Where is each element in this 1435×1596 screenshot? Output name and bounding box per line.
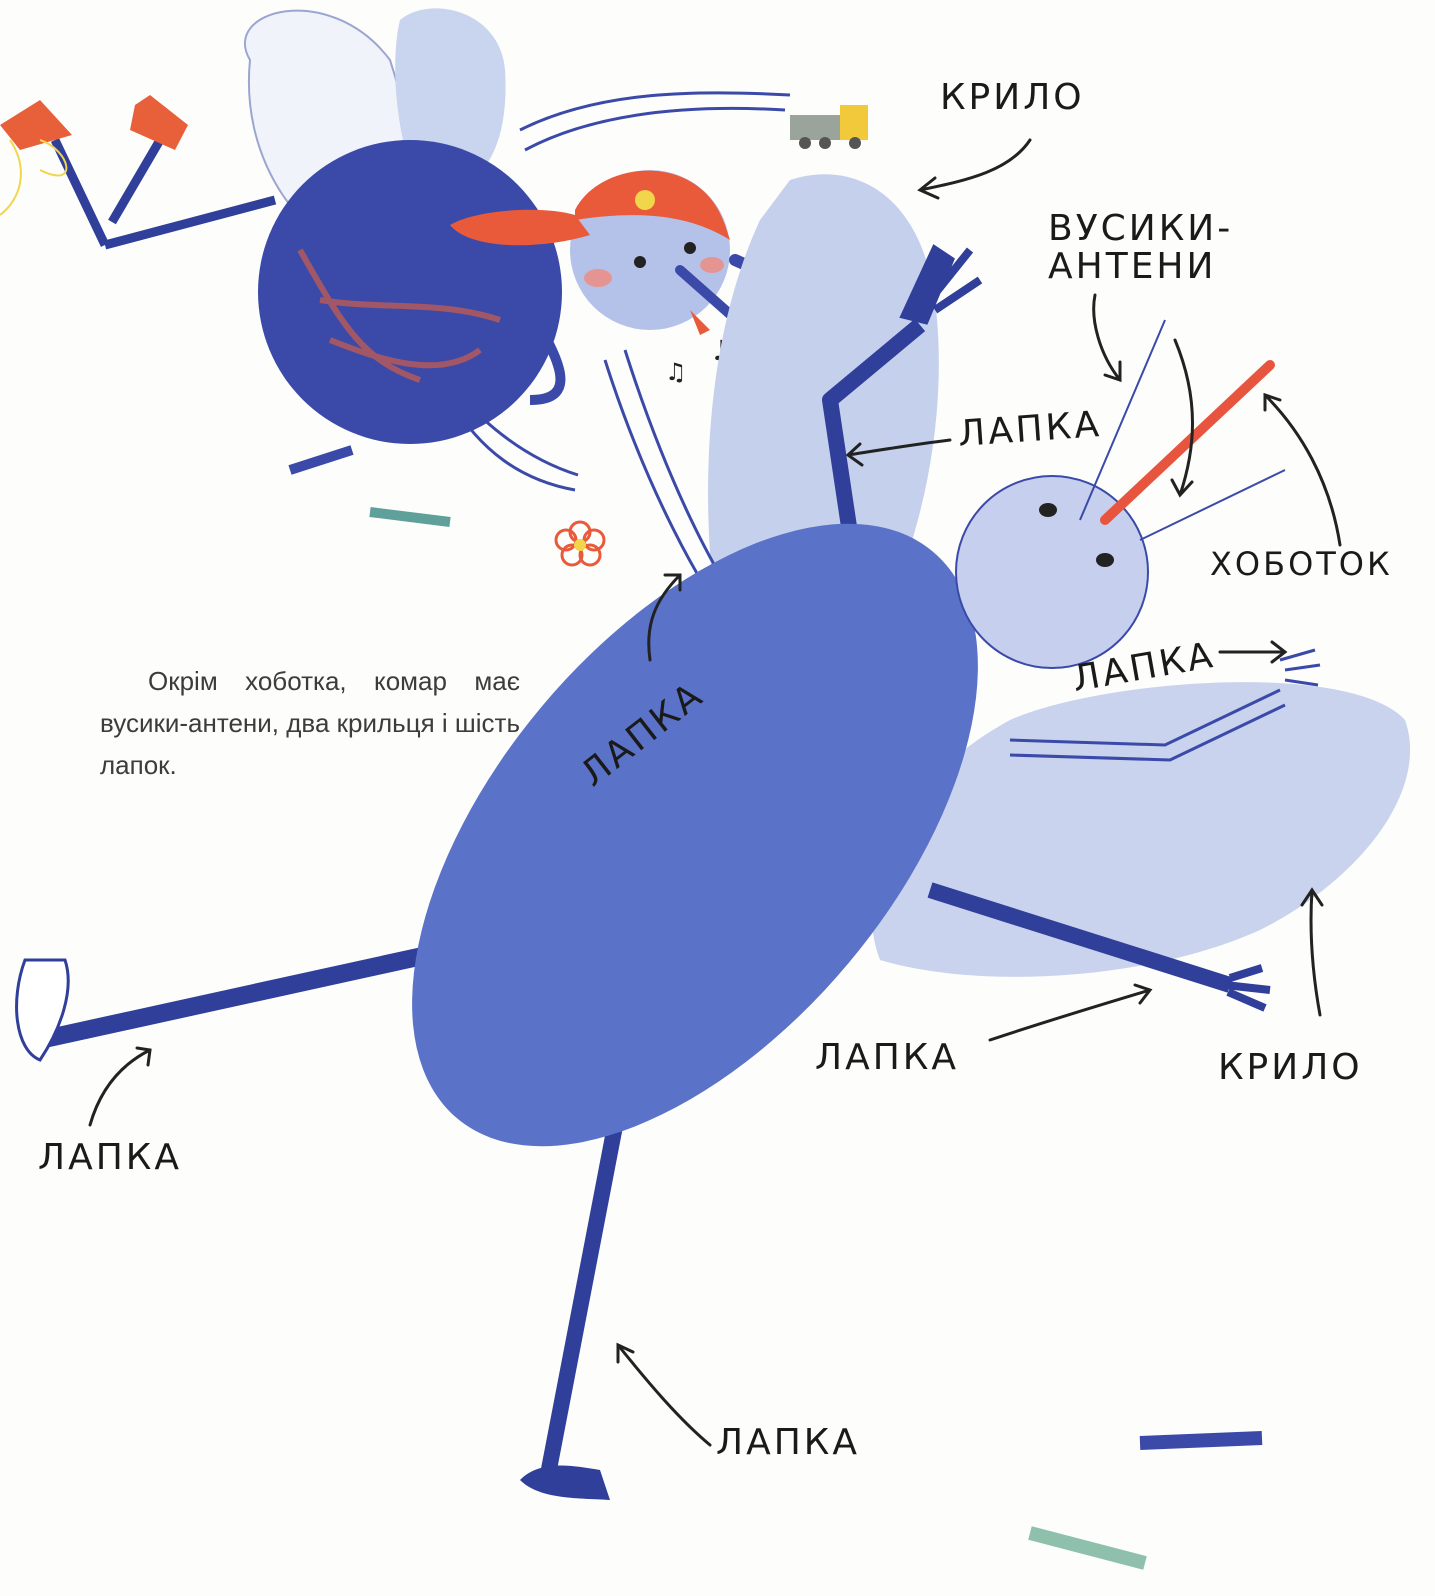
label-wing-right: КРИЛО bbox=[1218, 1050, 1363, 1086]
leg-bottom bbox=[545, 1100, 620, 1490]
flower-icon bbox=[556, 522, 604, 565]
sneaker-right bbox=[130, 95, 188, 150]
arrow-leg-far-left bbox=[90, 1048, 150, 1125]
label-wing-top: КРИЛО bbox=[940, 80, 1085, 116]
fly-leg-1b bbox=[105, 200, 275, 245]
label-leg-upper: ЛАПКА bbox=[957, 407, 1103, 453]
label-leg-bottom: ЛАПКА bbox=[716, 1425, 860, 1461]
hand-right bbox=[1225, 968, 1270, 1008]
label-antennae-line1: ВУСИКИ- bbox=[1048, 210, 1233, 248]
label-antennae: ВУСИКИ- АНТЕНИ bbox=[1048, 210, 1233, 286]
proboscis bbox=[1105, 365, 1270, 520]
leg-far-left bbox=[40, 950, 450, 1040]
arrow-leg-bottom bbox=[618, 1345, 710, 1445]
label-leg-far-left: ЛАПКА bbox=[38, 1140, 182, 1176]
fly-leg-2 bbox=[112, 140, 160, 222]
label-proboscis: ХОБОТОК bbox=[1210, 548, 1393, 580]
arrow-proboscis bbox=[1265, 395, 1340, 545]
arrow-antenna-1 bbox=[1094, 295, 1120, 380]
mosquito-main bbox=[17, 174, 1411, 1500]
arrow-wing-top bbox=[920, 140, 1030, 198]
arrow-leg-right bbox=[990, 985, 1150, 1040]
label-antennae-line2: АНТЕНИ bbox=[1048, 248, 1233, 286]
arrow-wing-right bbox=[1302, 890, 1322, 1015]
arrow-antenna-2 bbox=[1172, 340, 1193, 495]
label-leg-right: ЛАПКА bbox=[815, 1040, 959, 1076]
svg-text:♫: ♫ bbox=[665, 358, 687, 386]
antenna-2 bbox=[1140, 470, 1285, 540]
caption-text: Окрім хоботка, комар має вусики-антени, … bbox=[100, 660, 520, 786]
arrow-leg-arm bbox=[1220, 642, 1285, 662]
foot-bottom bbox=[520, 1466, 610, 1500]
fly-body bbox=[258, 140, 562, 444]
foot-far-left bbox=[17, 960, 69, 1060]
toy-truck-icon bbox=[790, 105, 868, 149]
